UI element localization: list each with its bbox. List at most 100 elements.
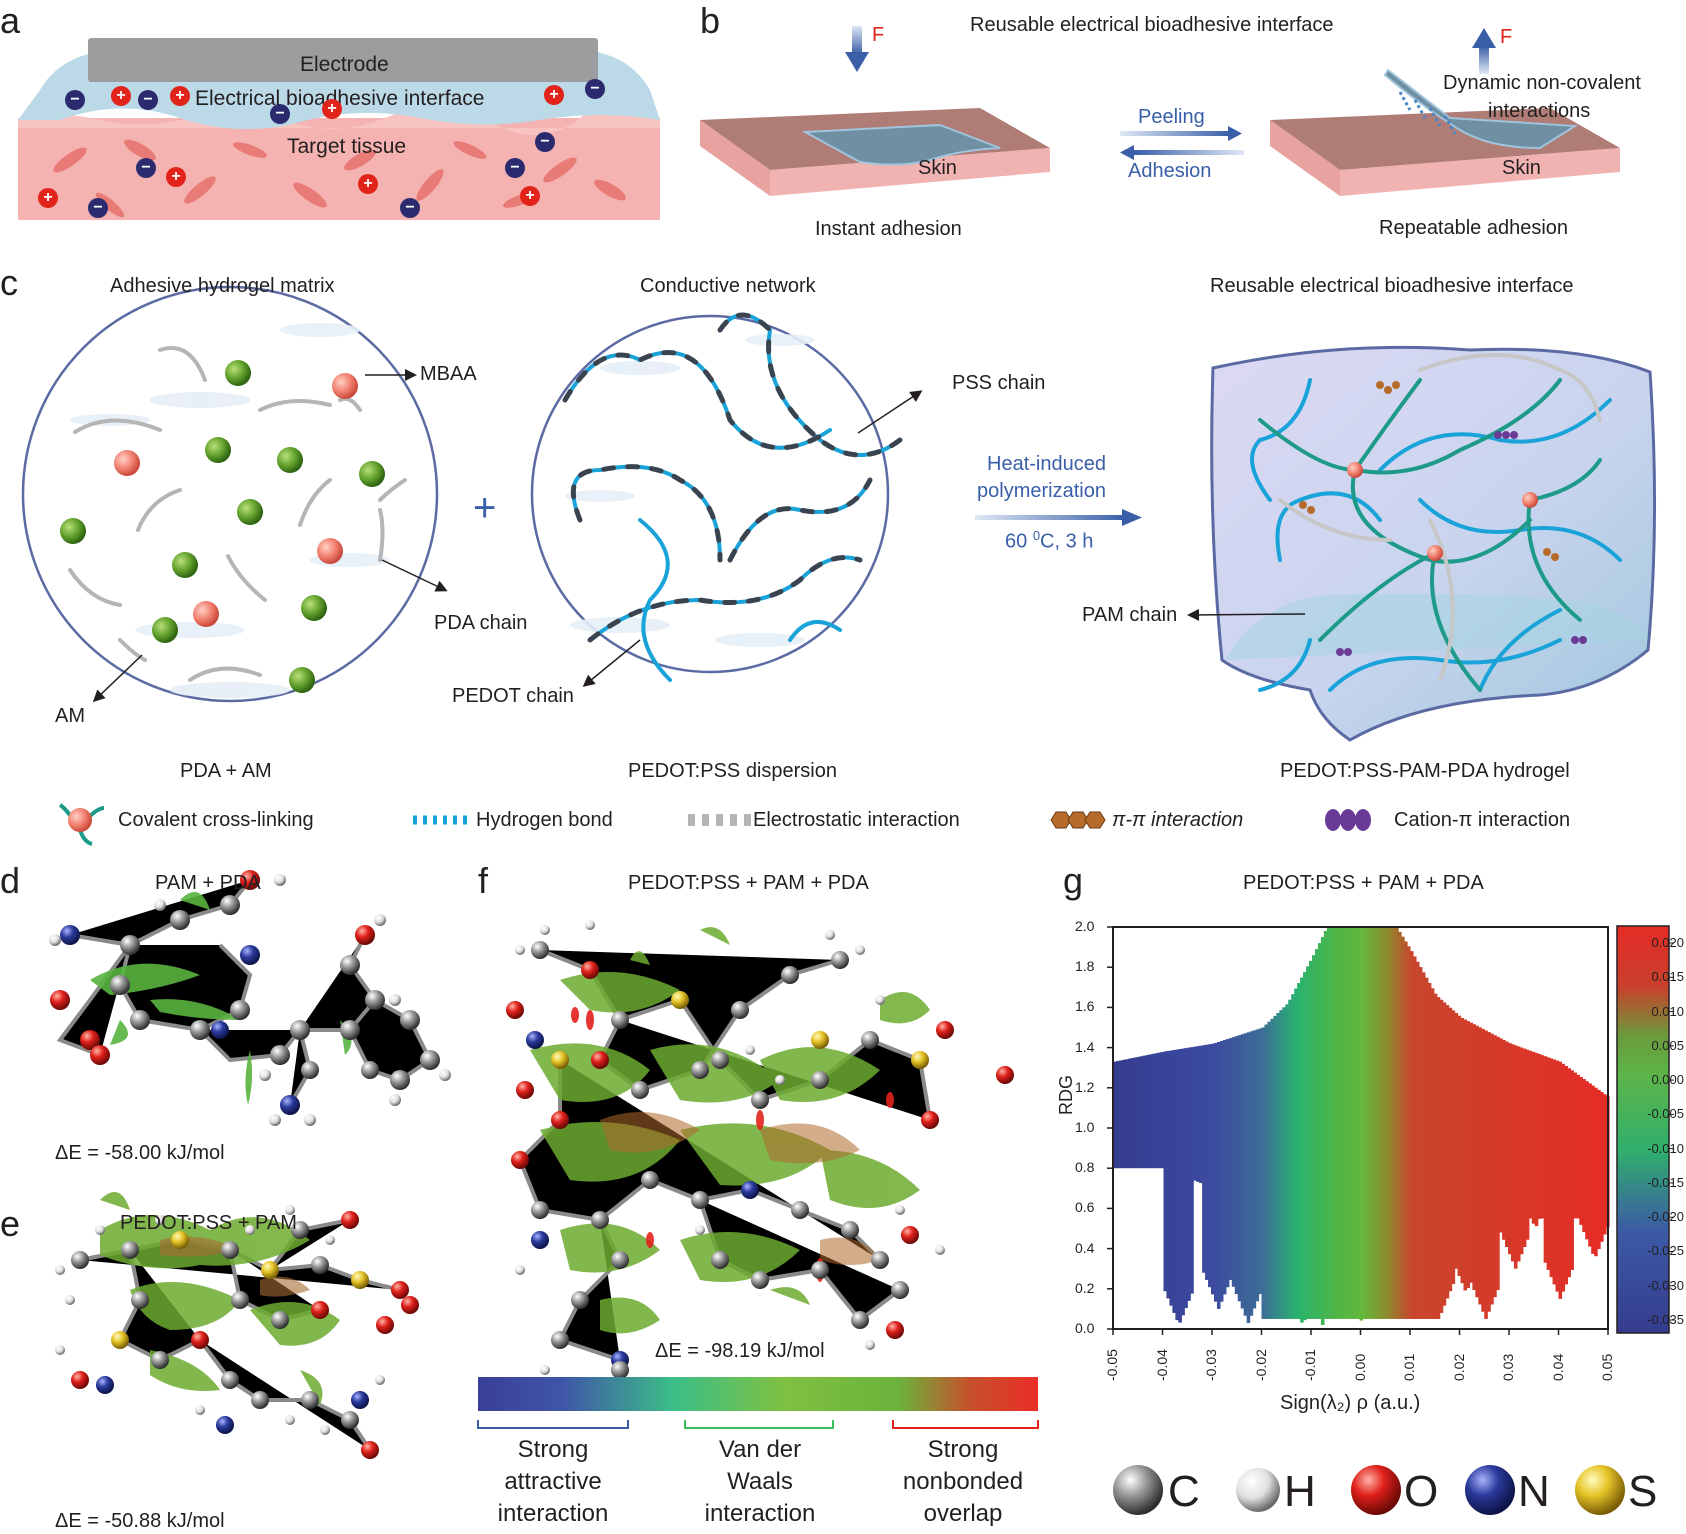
x-tick-label: 0.02 bbox=[1450, 1353, 1467, 1381]
colorbar-ticks bbox=[1669, 942, 1674, 1321]
atom-label-s: S bbox=[1628, 1467, 1658, 1516]
rdg-point-column bbox=[1136, 1056, 1141, 1169]
rdg-point-column bbox=[1513, 1045, 1518, 1269]
rdg-point-column bbox=[1347, 927, 1352, 1319]
x-tick-label: -0.01 bbox=[1302, 1349, 1318, 1381]
anion-marker: − bbox=[65, 90, 85, 110]
rdg-point-column bbox=[1222, 1040, 1227, 1295]
x-axis-label: Sign(λ₂) ρ (a.u.) bbox=[1280, 1392, 1421, 1414]
rdg-point-column bbox=[1118, 1060, 1123, 1169]
oxygen-sphere bbox=[1351, 1465, 1401, 1515]
rdg-point-column bbox=[1389, 927, 1393, 1319]
rdg-point-column bbox=[1410, 951, 1414, 1319]
y-tick-label: 0.2 bbox=[1075, 1279, 1095, 1296]
molecule-d bbox=[49, 870, 451, 1126]
rdg-point-column bbox=[1451, 1010, 1456, 1284]
rdg-point-column bbox=[1466, 1021, 1470, 1288]
rdg-point-column bbox=[1341, 927, 1346, 1319]
anion-marker: − bbox=[505, 158, 525, 178]
rdg-point-column bbox=[1267, 1021, 1272, 1319]
y-tick-label: 0.0 bbox=[1075, 1320, 1095, 1336]
colorbar-tick-label: -0.010 bbox=[1647, 1140, 1684, 1156]
panel-f-title: PEDOT:PSS + PAM + PDA bbox=[628, 872, 869, 894]
rdg-point-column bbox=[1187, 1047, 1191, 1301]
rdg-point-column bbox=[1303, 971, 1307, 1321]
rdg-point-column bbox=[1401, 936, 1405, 1319]
rdg-point-column bbox=[1317, 943, 1322, 1319]
rdg-point-column bbox=[1231, 1037, 1236, 1287]
rdg-point-column bbox=[1282, 1007, 1286, 1319]
rdg-point-column bbox=[1172, 1050, 1176, 1313]
nci-color-scale bbox=[478, 1377, 1038, 1411]
rdg-point-column bbox=[1157, 1052, 1162, 1169]
atom-label-o: O bbox=[1404, 1467, 1439, 1516]
heat-label-1: Heat-induced bbox=[987, 453, 1106, 475]
cation-marker: + bbox=[166, 167, 186, 187]
rdg-point-column bbox=[1496, 1036, 1500, 1291]
nitrogen-sphere bbox=[1465, 1465, 1515, 1515]
panel-b-title: Reusable electrical bioadhesive interfac… bbox=[970, 14, 1334, 36]
rdg-point-column bbox=[1427, 982, 1432, 1319]
y-tick-label: 1.0 bbox=[1075, 1119, 1095, 1135]
colorbar-tick-label: 0.015 bbox=[1651, 969, 1684, 985]
rdg-point-column bbox=[1475, 1025, 1479, 1298]
rdg-point-column bbox=[1270, 1018, 1274, 1319]
rdg-point-column bbox=[1573, 1072, 1577, 1219]
y-tick-label: 1.4 bbox=[1075, 1038, 1095, 1055]
rdg-point-column bbox=[1567, 1068, 1571, 1278]
cation-marker: + bbox=[520, 186, 540, 206]
rdg-point-column bbox=[1558, 1061, 1563, 1299]
rdg-point-column bbox=[1421, 972, 1426, 1319]
rdg-point-column bbox=[1139, 1056, 1144, 1169]
force-up-label: F bbox=[1500, 26, 1513, 48]
peeling-label: Peeling bbox=[1138, 106, 1205, 128]
rdg-point-column bbox=[1202, 1045, 1206, 1273]
rdg-point-column bbox=[1374, 927, 1378, 1319]
x-tick-label: 0.03 bbox=[1500, 1353, 1516, 1381]
colorbar bbox=[1616, 925, 1670, 1334]
rdg-point-column bbox=[1502, 1039, 1506, 1240]
rdg-point-column bbox=[1338, 927, 1343, 1319]
rdg-point-column bbox=[1516, 1046, 1521, 1262]
rdg-point-column bbox=[1430, 988, 1435, 1319]
rdg-point-column bbox=[1285, 1004, 1289, 1319]
rdg-point-column bbox=[1445, 1005, 1450, 1299]
x-tick-label: 0.01 bbox=[1401, 1353, 1417, 1381]
colorbar-tick-label: 0.010 bbox=[1651, 1003, 1684, 1019]
sulfur-sphere bbox=[1575, 1465, 1625, 1515]
adhesion-label: Adhesion bbox=[1128, 160, 1212, 182]
panel-letter-f: f bbox=[478, 860, 489, 901]
rdg-point-column bbox=[1415, 961, 1420, 1319]
skin-label-right: Skin bbox=[1502, 157, 1541, 179]
interface-label: Electrical bioadhesive interface bbox=[195, 87, 485, 110]
y-tick-label: 1.2 bbox=[1075, 1078, 1095, 1095]
panel-d-energy: ΔE = -58.00 kJ/mol bbox=[55, 1142, 225, 1164]
rdg-point-column bbox=[1205, 1044, 1209, 1280]
legend-cation-pi: Cation-π interaction bbox=[1394, 809, 1571, 831]
colorbar-tick-label: 0.005 bbox=[1651, 1037, 1684, 1053]
rdg-point-column bbox=[1493, 1035, 1497, 1298]
am-label: AM bbox=[55, 705, 85, 727]
anion-marker: − bbox=[88, 198, 108, 218]
rdg-point-column bbox=[1291, 994, 1295, 1319]
rdg-point-column bbox=[1436, 997, 1441, 1319]
panel-letter-a: a bbox=[0, 0, 21, 41]
rdg-point-column bbox=[1424, 977, 1429, 1319]
x-tick-label: 0.00 bbox=[1351, 1353, 1368, 1381]
rdg-point-column bbox=[1505, 1041, 1509, 1247]
panel-e-energy: ΔE = -50.88 kJ/mol bbox=[55, 1510, 225, 1532]
rdg-point-column bbox=[1579, 1076, 1583, 1225]
rdg-point-column bbox=[1326, 927, 1331, 1319]
tissue-label: Target tissue bbox=[287, 135, 407, 158]
network-title: Conductive network bbox=[640, 275, 816, 297]
rdg-point-column bbox=[1585, 1081, 1589, 1240]
anion-marker: − bbox=[270, 104, 290, 124]
matrix-title: Adhesive hydrogel matrix bbox=[110, 275, 335, 297]
rdg-point-column bbox=[1237, 1035, 1242, 1302]
rdg-point-column bbox=[1133, 1057, 1138, 1169]
rdg-point-column bbox=[1531, 1051, 1536, 1224]
rdg-point-column bbox=[1225, 1039, 1230, 1288]
x-tick-label: -0.03 bbox=[1203, 1349, 1219, 1381]
rdg-point-column bbox=[1113, 1061, 1117, 1169]
